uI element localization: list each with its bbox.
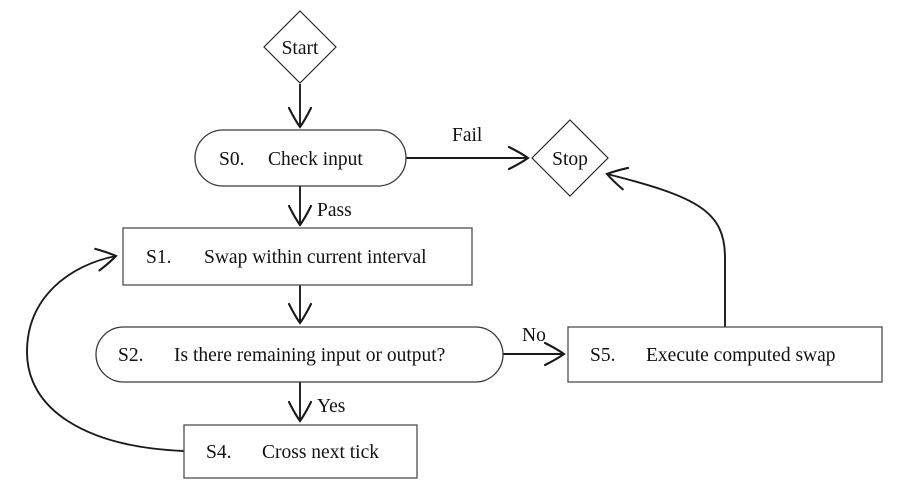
edge-label-pass: Pass (317, 200, 352, 221)
s1-label: Swap within current interval (204, 247, 427, 268)
edge-s5-to-stop (605, 166, 726, 327)
edge-s4-to-s1-loop (26, 247, 185, 452)
s0-shape (194, 129, 407, 187)
edge-label-no: No (522, 325, 546, 346)
s5-label: Execute computed swap (646, 345, 836, 366)
node-s4: S4. Cross next tick (183, 424, 418, 479)
node-s0: S0. Check input (194, 129, 407, 187)
s2-id: S2. (118, 345, 143, 366)
s5-shape (567, 326, 883, 383)
edges (26, 84, 726, 452)
stop-label: Stop (552, 149, 588, 170)
s4-label: Cross next tick (262, 442, 379, 463)
start-diamond-shape (263, 10, 337, 84)
start-label: Start (282, 38, 319, 59)
s4-shape (183, 424, 418, 479)
s5-id: S5. (590, 345, 615, 366)
s1-id: S1. (146, 247, 171, 268)
node-start: Start (263, 10, 337, 84)
s0-label: Check input (268, 149, 363, 170)
stop-diamond-shape (531, 119, 609, 197)
s1-shape (122, 227, 473, 286)
node-s1: S1. Swap within current interval (122, 227, 473, 286)
node-s2: S2. Is there remaining input or output? (95, 326, 504, 383)
node-s5: S5. Execute computed swap (567, 326, 883, 383)
edge-label-fail: Fail (452, 125, 483, 146)
edge-label-yes: Yes (317, 396, 345, 417)
s4-id: S4. (206, 442, 231, 463)
node-stop: Stop (531, 119, 609, 197)
s2-shape (95, 326, 504, 383)
s0-id: S0. (219, 149, 244, 170)
s2-label: Is there remaining input or output? (174, 345, 445, 366)
